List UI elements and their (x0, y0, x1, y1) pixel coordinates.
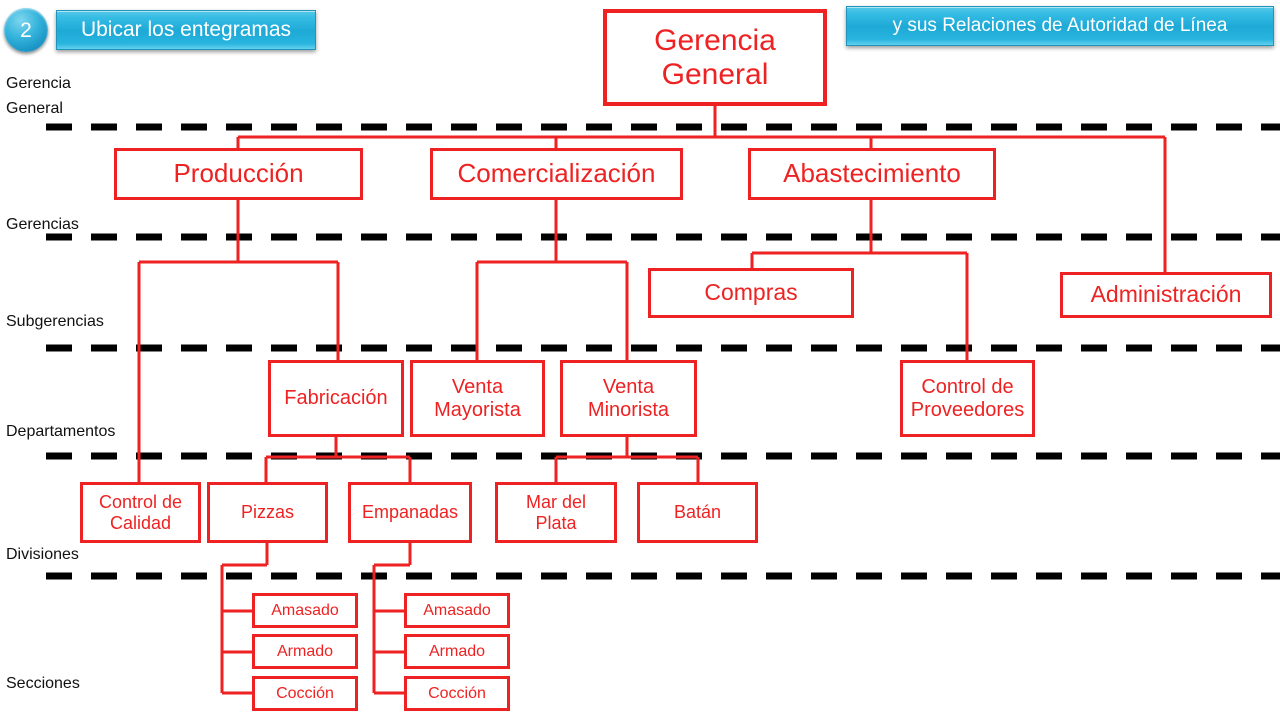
wire-group (137, 106, 1167, 695)
tier-label-gerencias: Gerencias (6, 216, 79, 233)
step-number-badge: 2 (4, 8, 48, 52)
org-node-venta-mayorista[interactable]: Venta Mayorista (410, 360, 545, 437)
tier-divider-group (46, 123, 1280, 580)
step-number-text: 2 (20, 18, 32, 42)
tier-label-departamentos: Departamentos (6, 423, 116, 440)
org-node-produccion[interactable]: Producción (114, 148, 363, 200)
org-node-fabricacion[interactable]: Fabricación (268, 360, 404, 437)
org-node-batan[interactable]: Batán (637, 482, 758, 543)
org-node-compras[interactable]: Compras (648, 268, 854, 318)
tier-label-gerencia-general: Gerencia General (6, 75, 71, 117)
org-node-empanadas-coccion[interactable]: Cocción (404, 676, 510, 711)
org-node-administracion[interactable]: Administración (1060, 272, 1272, 318)
org-node-mar-del-plata[interactable]: Mar del Plata (495, 482, 617, 543)
org-node-empanadas-armado[interactable]: Armado (404, 634, 510, 669)
org-node-empanadas[interactable]: Empanadas (348, 482, 472, 543)
org-node-comercializacion[interactable]: Comercialización (430, 148, 683, 200)
org-node-gerencia-general[interactable]: Gerencia General (603, 9, 827, 106)
title-pill-right[interactable]: y sus Relaciones de Autoridad de Línea (846, 6, 1274, 46)
title-pill-left[interactable]: Ubicar los entegramas (56, 10, 316, 50)
org-node-abastecimiento[interactable]: Abastecimiento (748, 148, 996, 200)
title-pill-left-label: Ubicar los entegramas (80, 18, 292, 41)
title-pill-right-label: y sus Relaciones de Autoridad de Línea (892, 15, 1228, 36)
org-node-pizzas-amasado[interactable]: Amasado (252, 593, 358, 628)
org-node-venta-minorista[interactable]: Venta Minorista (560, 360, 697, 437)
org-node-pizzas-armado[interactable]: Armado (252, 634, 358, 669)
org-node-control-calidad[interactable]: Control de Calidad (80, 482, 201, 543)
tier-label-divisiones: Divisiones (6, 546, 79, 563)
org-node-pizzas-coccion[interactable]: Cocción (252, 676, 358, 711)
org-node-empanadas-amasado[interactable]: Amasado (404, 593, 510, 628)
org-node-pizzas[interactable]: Pizzas (207, 482, 328, 543)
org-node-control-proveedores[interactable]: Control de Proveedores (900, 360, 1035, 437)
tier-label-subgerencias: Subgerencias (6, 313, 104, 330)
tier-label-secciones: Secciones (6, 675, 80, 692)
